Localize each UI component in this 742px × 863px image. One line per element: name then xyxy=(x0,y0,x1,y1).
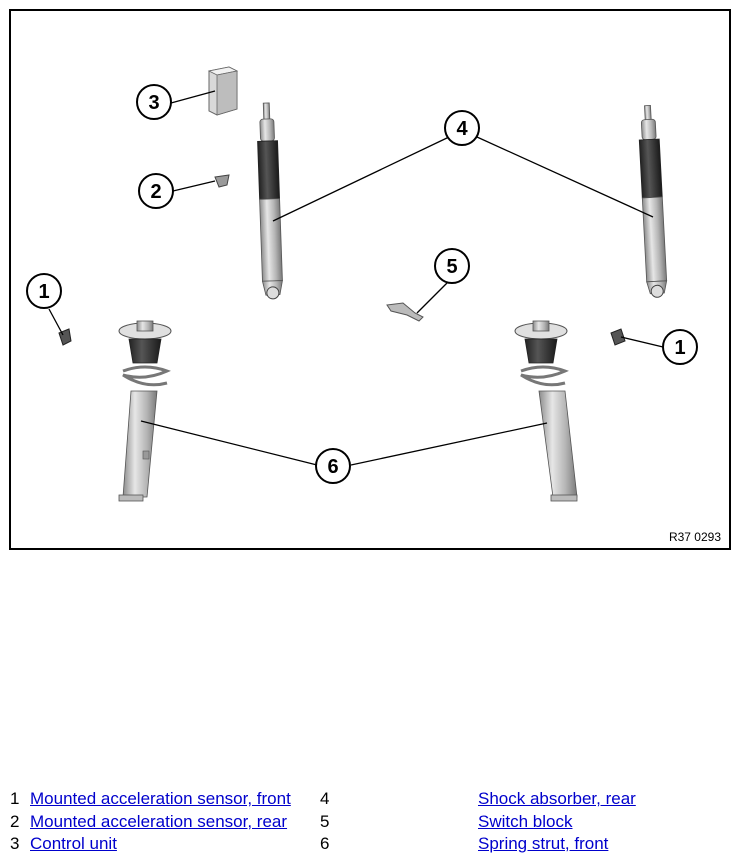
callout-6: 6 xyxy=(315,448,351,484)
link-front-spring-strut[interactable]: Spring strut, front xyxy=(478,834,609,854)
link-rear-acceleration-sensor[interactable]: Mounted acceleration sensor, rear xyxy=(30,811,288,831)
link-control-unit[interactable]: Control unit xyxy=(30,834,117,854)
link-front-acceleration-sensor[interactable]: Mounted acceleration sensor, front xyxy=(30,789,291,809)
diagram-canvas: 3 2 4 5 1 1 6 xyxy=(26,66,698,502)
legend-row: 1 Mounted acceleration sensor, front 4 S… xyxy=(0,788,636,811)
legend-number: 4 xyxy=(320,789,330,809)
legend-row: 3 Control unit 6 Spring strut, front xyxy=(0,833,636,856)
svg-text:2: 2 xyxy=(150,181,161,203)
legend-number: 1 xyxy=(10,789,20,809)
shock-absorber-left-drawing xyxy=(257,102,283,300)
link-switch-block[interactable]: Switch block xyxy=(478,811,573,831)
callout-4: 4 xyxy=(444,110,480,146)
figure-code: R37 0293 xyxy=(668,530,721,544)
legend-number: 5 xyxy=(320,811,330,831)
legend-row: 2 Mounted acceleration sensor, rear 5 Sw… xyxy=(0,811,636,834)
leader-lines xyxy=(48,90,664,466)
callout-1-right: 1 xyxy=(662,329,698,365)
legend-number: 6 xyxy=(320,834,330,854)
parts-legend: 1 Mounted acceleration sensor, front 4 S… xyxy=(0,788,742,856)
shock-absorber-right-drawing xyxy=(638,104,668,298)
rear-sensor-drawing xyxy=(214,174,230,188)
svg-text:4: 4 xyxy=(456,118,468,140)
svg-text:1: 1 xyxy=(674,337,685,359)
spring-strut-right-drawing xyxy=(514,320,578,502)
legend-number: 2 xyxy=(10,811,20,831)
svg-text:1: 1 xyxy=(38,281,49,303)
svg-text:6: 6 xyxy=(327,456,338,478)
legend-number: 3 xyxy=(10,834,20,854)
front-sensor-right-drawing xyxy=(610,328,626,346)
callout-1-left: 1 xyxy=(26,273,62,309)
parts-diagram: 3 2 4 5 1 1 6 R37 0293 xyxy=(9,9,731,550)
link-rear-shock-absorber[interactable]: Shock absorber, rear xyxy=(478,789,636,809)
legend-table: 1 Mounted acceleration sensor, front 4 S… xyxy=(0,788,636,856)
callout-2: 2 xyxy=(138,173,174,209)
callout-5: 5 xyxy=(434,248,470,284)
callout-3: 3 xyxy=(136,84,172,120)
svg-text:5: 5 xyxy=(446,256,457,278)
svg-text:3: 3 xyxy=(148,92,159,114)
switch-block-drawing xyxy=(386,302,424,322)
spring-strut-left-drawing xyxy=(118,320,172,502)
control-unit-drawing xyxy=(207,66,239,116)
